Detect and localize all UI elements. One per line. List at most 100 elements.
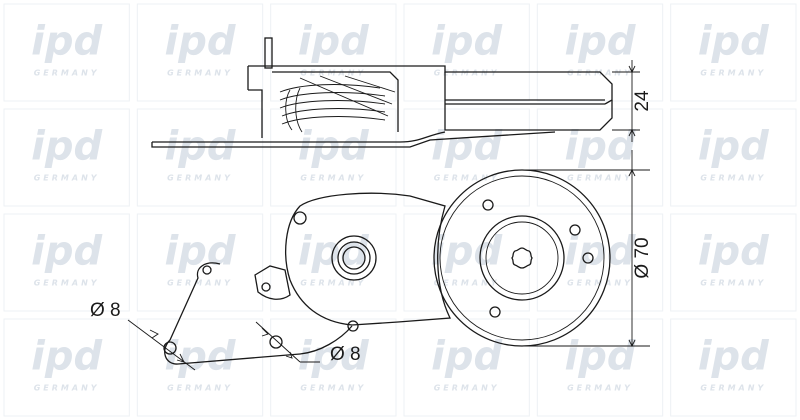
bracket-left-leg (248, 89, 263, 138)
watermark-tagline: GERMANY (34, 174, 100, 183)
watermark-logo: ipd (31, 334, 102, 380)
bracket-tab (254, 265, 291, 300)
watermark-logo: ipd (565, 229, 636, 275)
pivot-inner (342, 246, 366, 270)
pulley-hub-inner (485, 221, 559, 295)
pivot-middle (337, 241, 371, 275)
watermark-logo: ipd (431, 229, 502, 275)
watermark-tagline: GERMANY (567, 279, 633, 288)
watermark-logo: ipd (565, 124, 636, 170)
watermark-logo: ipd (165, 19, 236, 65)
watermark-tagline: GERMANY (34, 384, 100, 393)
height-dimension (612, 60, 640, 142)
watermark-tagline: GERMANY (300, 384, 366, 393)
watermark-tagline: GERMANY (167, 69, 233, 78)
watermark-logo: ipd (565, 19, 636, 65)
watermark-tagline: GERMANY (434, 384, 500, 393)
pulley-hole-3 (582, 252, 594, 264)
watermark-tagline: GERMANY (167, 384, 233, 393)
watermark-logo: ipd (698, 124, 769, 170)
watermark-tagline: GERMANY (434, 279, 500, 288)
hole-left-dimension (127, 319, 196, 371)
watermark-logo: ipd (698, 229, 769, 275)
pulley-hole-2 (569, 224, 581, 236)
side-view: 24 (151, 37, 653, 148)
base-plate (151, 131, 556, 148)
hole-right-dimension (255, 321, 320, 363)
watermark-logo: ipd (565, 334, 636, 380)
watermark-tagline: GERMANY (567, 384, 633, 393)
bracket-hole-top (202, 265, 212, 275)
bracket-hole-right (269, 335, 283, 349)
watermark-logo: ipd (31, 229, 102, 275)
mounting-pin (264, 37, 273, 69)
watermark-tagline: GERMANY (300, 174, 366, 183)
watermark-logo: ipd (31, 124, 102, 170)
watermark-tagline: GERMANY (434, 174, 500, 183)
height-label: 24 (632, 90, 653, 112)
watermark-logo: ipd (698, 334, 769, 380)
bracket-hole-left (163, 341, 177, 355)
pulley-hole-4 (489, 306, 501, 318)
watermark-tagline: GERMANY (167, 279, 233, 288)
pulley-diameter-dimension (522, 150, 650, 348)
bracket-hole-tab (261, 282, 271, 292)
watermark-tagline: GERMANY (567, 174, 633, 183)
watermark-logo: ipd (431, 19, 502, 65)
watermark-tagline: GERMANY (434, 69, 500, 78)
watermark-logo: ipd (698, 19, 769, 65)
watermark-logo: ipd (165, 334, 236, 380)
spring-housing (272, 71, 399, 132)
hole-right-label: Ø 8 (330, 344, 361, 365)
watermark-logo: ipd (431, 124, 502, 170)
watermark-tagline: GERMANY (34, 279, 100, 288)
watermark-tagline: GERMANY (34, 69, 100, 78)
hole-left-label: Ø 8 (90, 300, 121, 321)
watermark-tagline: GERMANY (700, 279, 766, 288)
watermark-tagline: GERMANY (700, 174, 766, 183)
pulley-hole-1 (482, 199, 494, 211)
pulley-profile (444, 72, 613, 131)
arm-boss-bottom (347, 320, 359, 332)
pulley-hub (479, 215, 565, 301)
watermark-tagline: GERMANY (567, 69, 633, 78)
watermark-tagline: GERMANY (167, 174, 233, 183)
pulley-rim (439, 175, 605, 341)
watermark-tagline: GERMANY (700, 384, 766, 393)
mounting-bracket (164, 262, 353, 365)
tensioner-arm (285, 192, 452, 326)
watermark-tagline: GERMANY (300, 69, 366, 78)
watermark-tagline: GERMANY (700, 69, 766, 78)
torx-bolt-icon (511, 247, 533, 269)
watermark-logo: ipd (431, 334, 502, 380)
pivot-outer (331, 235, 377, 281)
watermark-tagline: GERMANY (300, 279, 366, 288)
front-view: Ø 70 Ø 8 Ø 8 (90, 150, 653, 371)
torsion-spring (279, 75, 396, 133)
watermark-logo: ipd (31, 19, 102, 65)
